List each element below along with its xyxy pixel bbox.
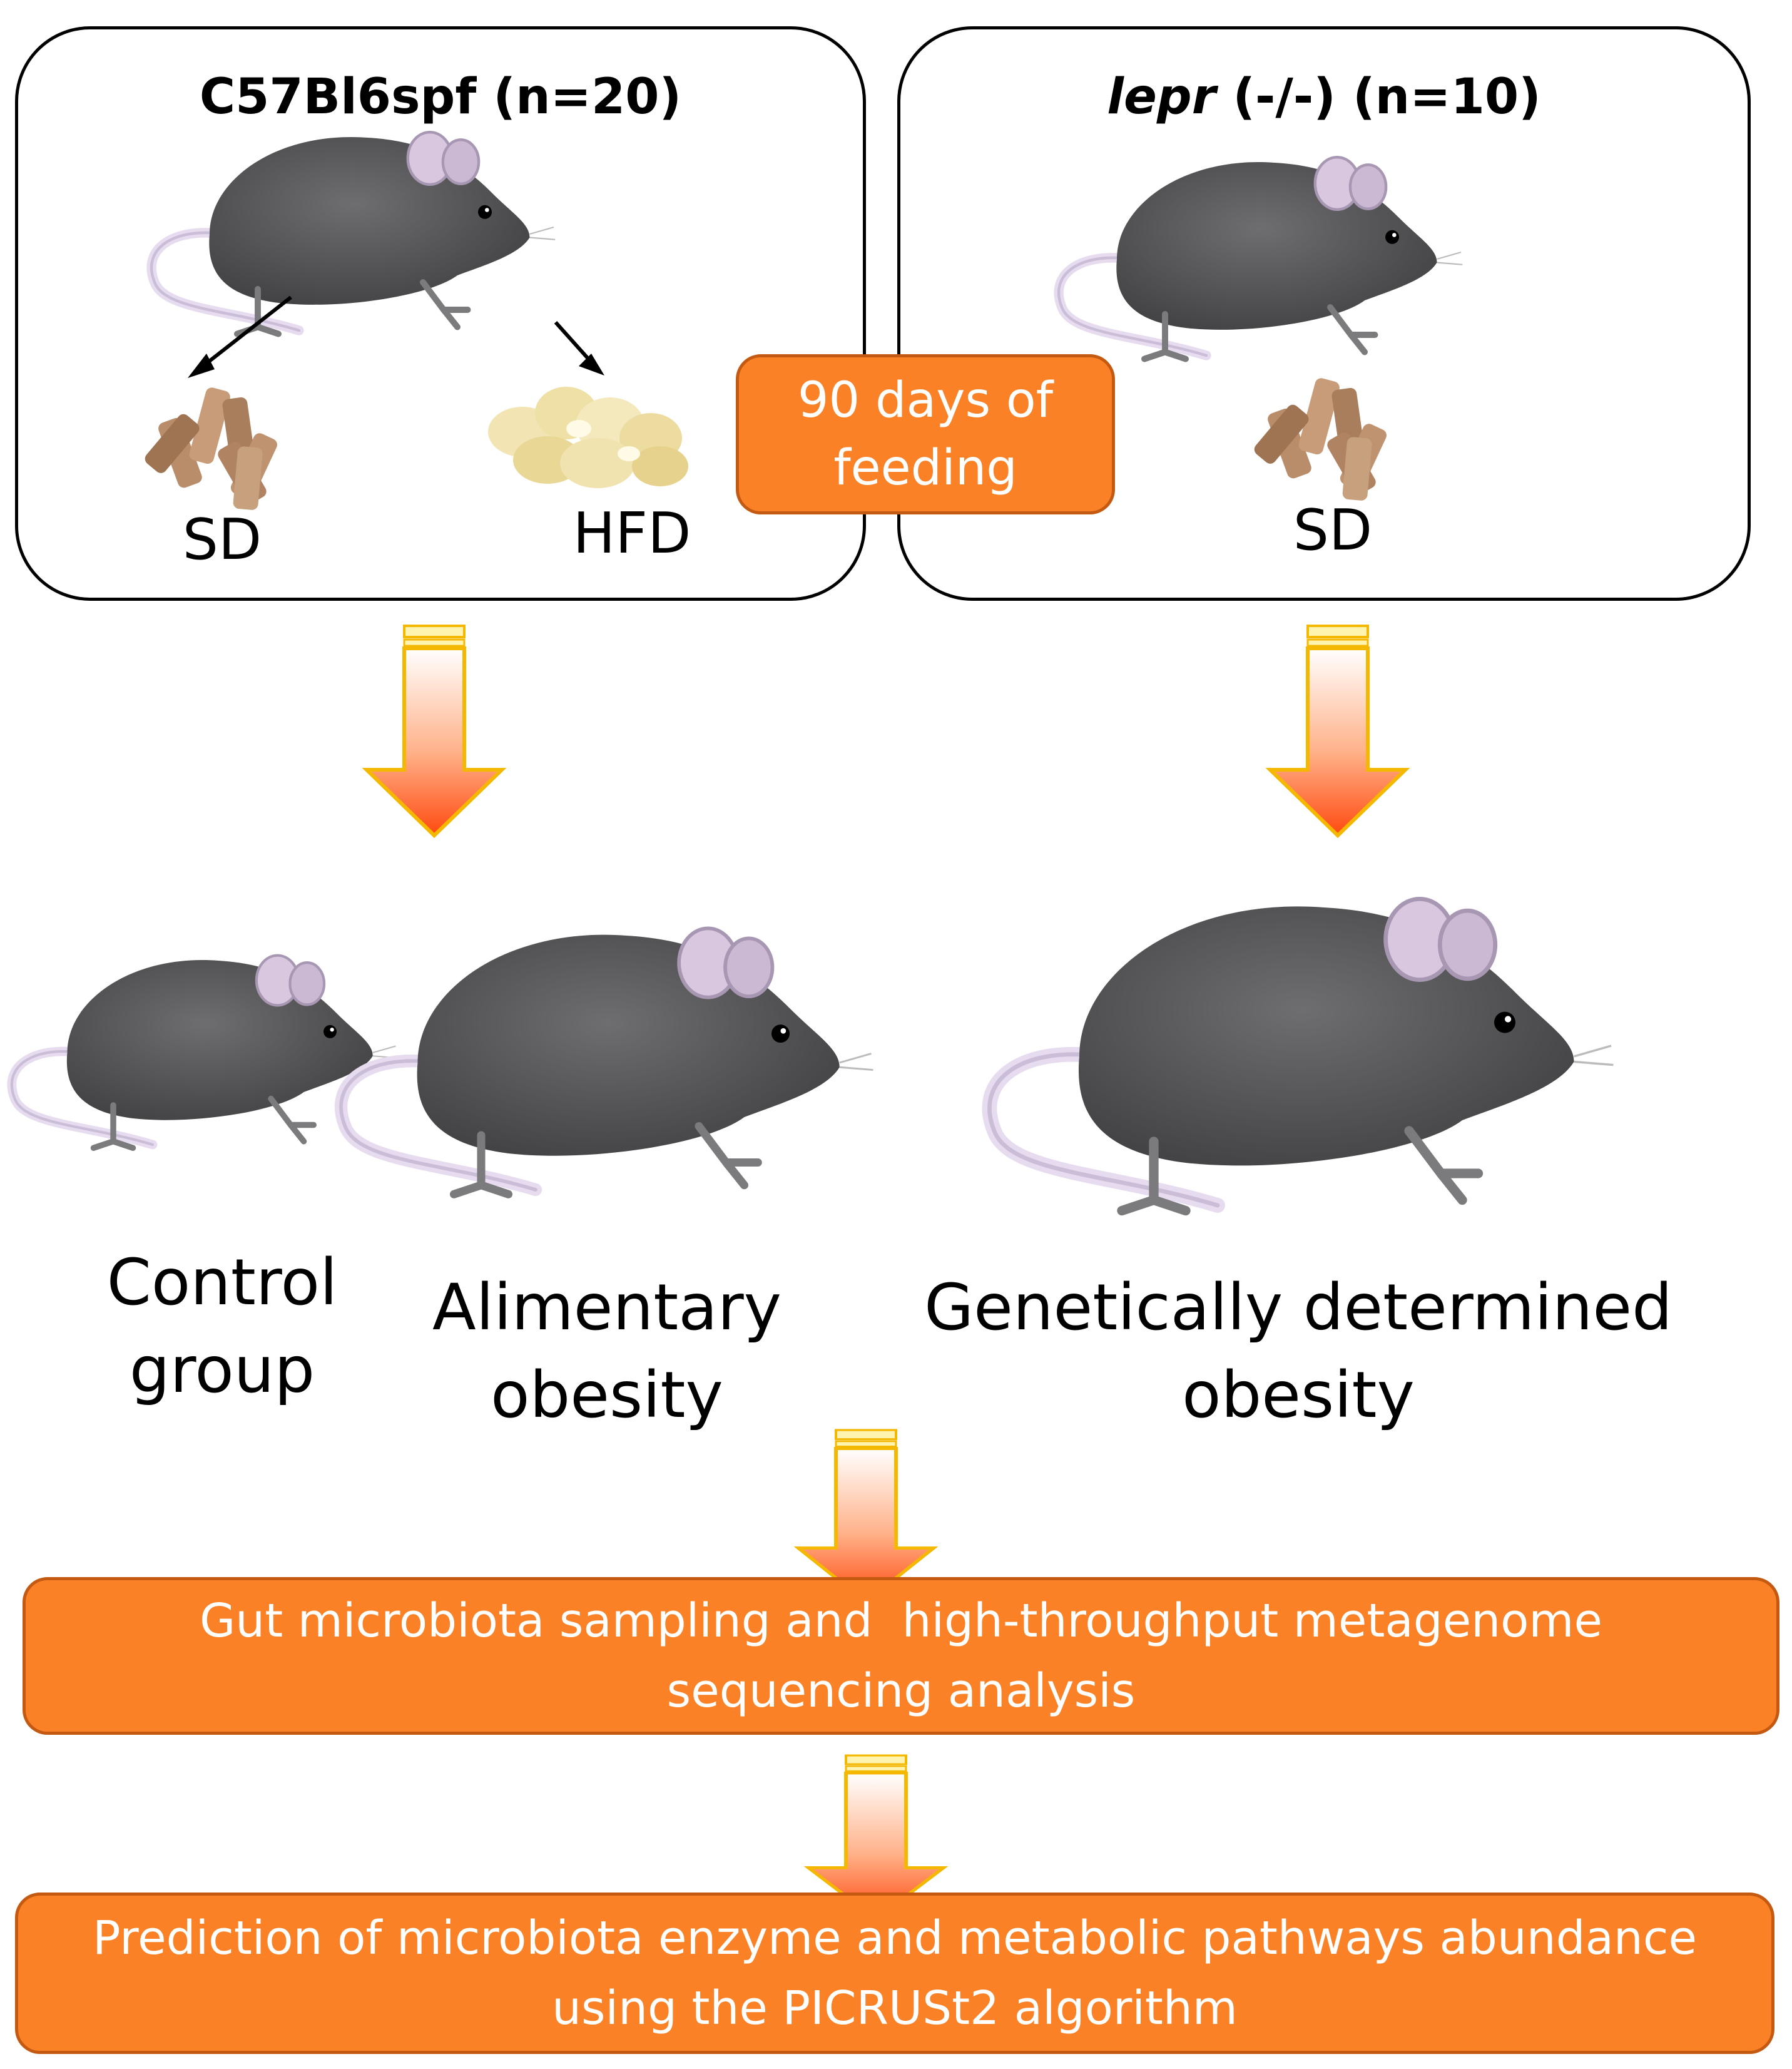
panel-c57bl6spf <box>15 26 866 601</box>
down-arrow-icon-sampling <box>866 1430 867 1431</box>
panel-left-title: C57Bl6spf (n=20) <box>15 69 866 125</box>
strain-name: C57Bl6spf <box>199 69 477 125</box>
prediction-line2: using the PICRUSt2 algorithm <box>552 1981 1238 2035</box>
panel-right-title: lepr (-/-) (n=10) <box>897 69 1751 125</box>
down-arrow-icon-prediction <box>876 1755 877 1756</box>
control-line2: group <box>129 1333 315 1407</box>
sampling-line1: Gut microbiota sampling and high-through… <box>199 1594 1603 1648</box>
control-line1: Control <box>106 1245 338 1320</box>
prediction-step-box: Prediction of microbiota enzyme and meta… <box>15 1893 1774 2054</box>
feeding-line1: 90 days of <box>797 372 1054 429</box>
diet-label-hfd: HFD <box>573 501 691 566</box>
gene-name: lepr <box>1107 69 1216 125</box>
feeding-duration-box: 90 days of feeding <box>736 354 1115 514</box>
genetic-line1: Genetically determined <box>924 1270 1672 1345</box>
standard-diet-pellets-icon <box>142 386 280 511</box>
feeding-line2: feeding <box>833 440 1017 496</box>
control-group-label: Control group <box>50 1239 394 1414</box>
group-size: (n=20) <box>476 69 682 125</box>
diet-label-sd: SD <box>182 507 262 573</box>
genotype-group-size: (-/-) (n=10) <box>1216 69 1541 125</box>
alimentary-obese-mouse-icon <box>644 1026 645 1027</box>
sampling-step-box: Gut microbiota sampling and high-through… <box>23 1577 1779 1735</box>
genetic-obesity-label: Genetically determined obesity <box>876 1264 1721 1439</box>
alimentary-obesity-label: Alimentary obesity <box>400 1264 813 1439</box>
alimentary-line1: Alimentary <box>432 1270 781 1345</box>
prediction-line1: Prediction of microbiota enzyme and meta… <box>92 1911 1698 1965</box>
genetic-line2: obesity <box>1182 1358 1415 1433</box>
diet-label-sd-right: SD <box>1293 498 1373 563</box>
alimentary-line2: obesity <box>491 1358 723 1433</box>
sampling-line2: sequencing analysis <box>666 1664 1136 1718</box>
